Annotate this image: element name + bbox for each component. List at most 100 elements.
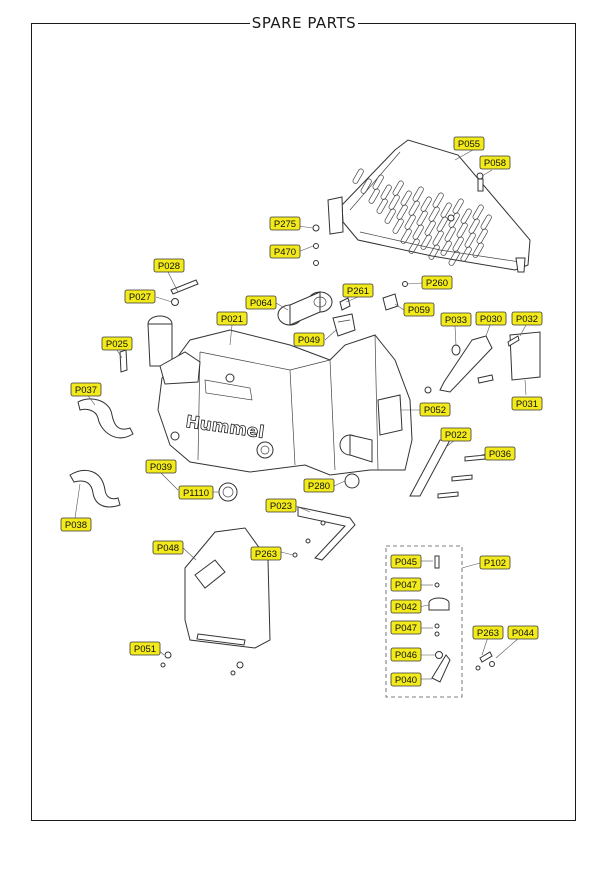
callout-p025: P025 bbox=[101, 336, 133, 351]
grille-slot bbox=[412, 186, 424, 202]
callout-label: P039 bbox=[150, 462, 172, 473]
grille-slot bbox=[384, 208, 396, 224]
grille-slot bbox=[392, 180, 404, 196]
callout-label: P021 bbox=[221, 314, 243, 325]
grille-slot bbox=[424, 220, 436, 236]
callout-box bbox=[303, 478, 335, 493]
callout-p042: P042 bbox=[390, 599, 422, 614]
callout-box bbox=[342, 283, 374, 298]
callout-p263a: P263 bbox=[250, 546, 282, 561]
roller-part bbox=[339, 434, 373, 489]
grille-slot bbox=[408, 200, 420, 216]
grille-slot bbox=[360, 178, 372, 194]
grille-slot bbox=[372, 174, 384, 190]
grille-slot bbox=[400, 190, 412, 206]
grille-slot bbox=[436, 216, 448, 232]
callout-label: P038 bbox=[65, 520, 87, 531]
grille-cover bbox=[327, 139, 531, 273]
callout-box bbox=[390, 599, 422, 614]
callout-p021: P021 bbox=[216, 311, 248, 326]
callout-label: P049 bbox=[298, 335, 320, 346]
callout-label: P263 bbox=[255, 549, 277, 560]
callout-box bbox=[390, 672, 422, 687]
leader-lines bbox=[74, 145, 527, 680]
callout-p470: P470 bbox=[269, 244, 301, 259]
grille-slot bbox=[452, 198, 464, 214]
callout-box bbox=[153, 258, 185, 273]
callout-p046: P046 bbox=[390, 647, 422, 662]
callout-label: P022 bbox=[445, 430, 467, 441]
callout-p1110: P1110 bbox=[178, 485, 214, 500]
callout-p038: P038 bbox=[60, 517, 92, 532]
callout-p280: P280 bbox=[303, 478, 335, 493]
callout-label: P047 bbox=[395, 623, 417, 634]
strip-part bbox=[409, 439, 451, 497]
callout-p027: P027 bbox=[124, 289, 156, 304]
grille-slot bbox=[468, 218, 480, 234]
callout-label: P036 bbox=[489, 449, 511, 460]
callout-p028: P028 bbox=[153, 258, 185, 273]
grille-slot bbox=[420, 196, 432, 212]
grille-slot bbox=[456, 222, 468, 238]
callout-p045: P045 bbox=[390, 554, 422, 569]
callout-label: P058 bbox=[484, 158, 506, 169]
plate-bracket bbox=[297, 506, 356, 561]
callout-p047a: P047 bbox=[390, 577, 422, 592]
grille-slot bbox=[392, 218, 404, 234]
callout-box bbox=[216, 311, 248, 326]
callout-label: P032 bbox=[516, 314, 538, 325]
grille-slot bbox=[460, 246, 472, 262]
grille-slot bbox=[396, 204, 408, 220]
grille-slot bbox=[428, 244, 440, 260]
callout-label: P028 bbox=[158, 261, 180, 272]
grille-slot bbox=[480, 214, 492, 230]
callout-label: P044 bbox=[512, 628, 534, 639]
callout-p040: P040 bbox=[390, 672, 422, 687]
callout-box bbox=[265, 498, 297, 513]
callout-p044: P044 bbox=[507, 625, 539, 640]
grille-slot bbox=[460, 208, 472, 224]
callout-label: P064 bbox=[250, 298, 272, 309]
grille-slot bbox=[352, 168, 364, 184]
callout-label: P025 bbox=[106, 339, 128, 350]
callout-p275: P275 bbox=[269, 216, 301, 231]
callout-box bbox=[101, 336, 133, 351]
callout-label: P275 bbox=[274, 219, 296, 230]
callout-box bbox=[70, 382, 102, 397]
callout-box bbox=[511, 396, 543, 411]
callout-p102: P102 bbox=[479, 555, 511, 570]
callout-box bbox=[390, 620, 422, 635]
callout-p022: P022 bbox=[440, 427, 472, 442]
callout-p032: P032 bbox=[511, 311, 543, 326]
callout-labels: P055P058P275P470P260P028P027P261P064P059… bbox=[60, 136, 543, 687]
callout-box bbox=[390, 647, 422, 662]
callout-label: P059 bbox=[408, 305, 430, 316]
callout-p036: P036 bbox=[484, 446, 516, 461]
callout-label: P045 bbox=[395, 557, 417, 568]
grille-slot bbox=[448, 250, 460, 266]
callout-label: P280 bbox=[308, 481, 330, 492]
callout-box bbox=[250, 546, 282, 561]
callout-box bbox=[475, 311, 507, 326]
callout-p030: P030 bbox=[475, 311, 507, 326]
callout-label: P261 bbox=[347, 286, 369, 297]
callout-box bbox=[245, 295, 277, 310]
clamp-part bbox=[332, 313, 356, 337]
callout-box bbox=[269, 216, 301, 231]
callout-box bbox=[419, 402, 451, 417]
callout-label: P048 bbox=[157, 543, 179, 554]
callout-label: P055 bbox=[458, 139, 480, 150]
callout-box bbox=[440, 427, 472, 442]
callout-label: P046 bbox=[395, 650, 417, 661]
callout-label: P037 bbox=[75, 385, 97, 396]
callout-box bbox=[511, 311, 543, 326]
grille-slot bbox=[400, 228, 412, 244]
callout-box bbox=[479, 155, 511, 170]
grille-slot bbox=[472, 242, 484, 258]
callout-box bbox=[178, 485, 214, 500]
callout-p031: P031 bbox=[511, 396, 543, 411]
callout-label: P023 bbox=[270, 501, 292, 512]
callout-box bbox=[507, 625, 539, 640]
grille-slot bbox=[472, 204, 484, 220]
